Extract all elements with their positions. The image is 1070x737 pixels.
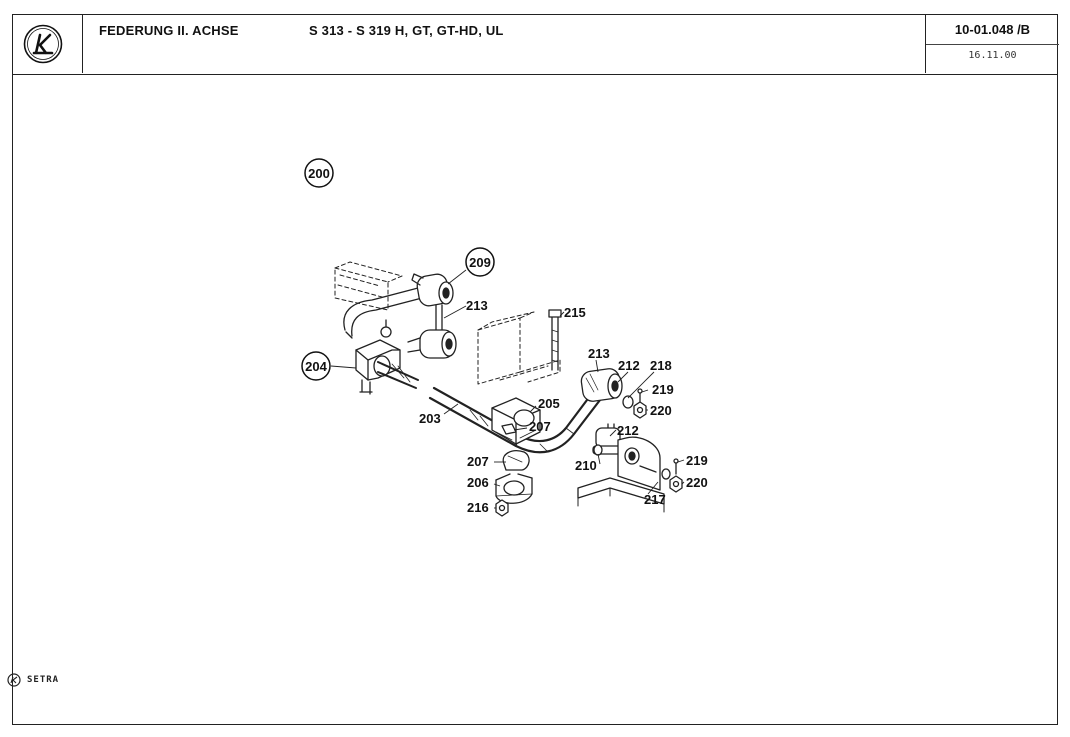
- left-stabilizer-arm: [343, 273, 454, 339]
- pin-219-upper: [637, 388, 643, 403]
- callout-200: 200: [304, 158, 334, 188]
- label-218: 218: [650, 358, 672, 373]
- left-frame-outline: [334, 261, 403, 311]
- label-205: 205: [538, 396, 560, 411]
- bushing-half-207: [502, 450, 530, 471]
- label-215: 215: [564, 305, 586, 320]
- right-bushing-212: [580, 368, 623, 402]
- leader-lines: [330, 269, 685, 509]
- reference-cell: 10-01.048 /B 16.11.00: [925, 15, 1059, 73]
- pin-219-lower: [673, 458, 679, 475]
- label-212-upper: 212: [618, 358, 640, 373]
- label-217: 217: [644, 492, 666, 507]
- label-220-lower: 220: [686, 475, 708, 490]
- link-rod-213: [435, 304, 443, 334]
- label-206: 206: [467, 475, 489, 490]
- label-210: 210: [575, 458, 597, 473]
- clamp-206: [495, 473, 533, 504]
- label-219-lower: 219: [686, 453, 708, 468]
- brand-mark: SETRA: [7, 673, 87, 687]
- label-213-left: 213: [466, 298, 488, 313]
- label-203: 203: [419, 411, 441, 426]
- center-frame-outline: [477, 311, 561, 385]
- center-clamp-205: [491, 397, 541, 445]
- page-title: FEDERUNG II. ACHSE: [99, 23, 239, 38]
- drawing-sheet: FEDERUNG II. ACHSE S 313 - S 319 H, GT, …: [12, 14, 1059, 725]
- brand-text: SETRA: [27, 675, 60, 685]
- nut-216: [495, 499, 509, 517]
- label-207-upper: 207: [529, 419, 551, 434]
- bushing-half-207-upper: [501, 423, 517, 435]
- callout-204: 204: [301, 351, 331, 381]
- nut-220-lower: [661, 468, 683, 493]
- document-date: 16.11.00: [968, 50, 1017, 61]
- svg-text:209: 209: [469, 255, 491, 270]
- callout-209: 209: [465, 247, 495, 277]
- model-range: S 313 - S 319 H, GT, GT-HD, UL: [309, 23, 504, 38]
- frame-plate: [577, 477, 665, 513]
- setra-logo-icon: [7, 673, 21, 687]
- stabilizer-bar-203-left: [377, 361, 419, 389]
- svg-text:204: 204: [305, 359, 327, 374]
- label-207-lower: 207: [467, 454, 489, 469]
- title-block: FEDERUNG II. ACHSE S 313 - S 319 H, GT, …: [13, 15, 1059, 75]
- kaessbohrer-logo-icon: [23, 24, 63, 64]
- label-216: 216: [467, 500, 489, 515]
- lower-bushing: [407, 329, 457, 359]
- label-219-upper: 219: [652, 382, 674, 397]
- bolt-215: [548, 309, 562, 371]
- document-number: 10-01.048 /B: [926, 15, 1059, 45]
- nut-220-upper: [633, 401, 647, 419]
- svg-text:200: 200: [308, 166, 330, 181]
- label-212-lower: 212: [617, 423, 639, 438]
- logo-cell: [13, 15, 83, 73]
- label-220-upper: 220: [650, 403, 672, 418]
- label-213-right: 213: [588, 346, 610, 361]
- left-bracket-204: [355, 319, 401, 395]
- right-bracket-217: [617, 436, 661, 491]
- washer-218: [622, 395, 634, 409]
